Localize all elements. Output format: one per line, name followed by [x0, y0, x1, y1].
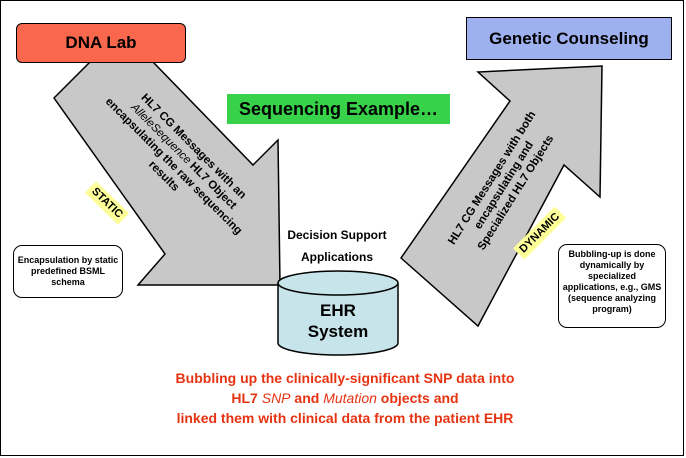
bubble-line3: linked them with clinical data from the …: [176, 410, 514, 426]
sequencing-example-title: Sequencing Example…: [227, 94, 450, 124]
dna-lab-box: DNA Lab: [16, 23, 186, 63]
right-callout: Bubbling-up is done dynamically by speci…: [558, 244, 666, 328]
left-callout: Encapsulation by static predefined BSML …: [13, 245, 123, 298]
bubble-line2: HL7 SNP and Mutation objects and: [231, 390, 459, 406]
decision-support-line1: Decision Support: [287, 228, 387, 242]
decision-support-line2: Applications: [300, 250, 373, 264]
ehr-line2: System: [308, 322, 368, 341]
right-arrow: [400, 65, 603, 328]
bubbling-up-statement: Bubbling up the clinically-significant S…: [120, 368, 570, 428]
left-callout-text: Encapsulation by static predefined BSML …: [17, 255, 119, 287]
ehr-line1: EHR: [320, 301, 356, 320]
right-callout-text: Bubbling-up is done dynamically by speci…: [562, 249, 662, 314]
genetic-counseling-box: Genetic Counseling: [466, 17, 672, 60]
ehr-cylinder: EHR System: [277, 270, 399, 356]
decision-support-label: Decision Support Applications: [274, 224, 400, 268]
bubble-line1: Bubbling up the clinically-significant S…: [175, 370, 515, 386]
